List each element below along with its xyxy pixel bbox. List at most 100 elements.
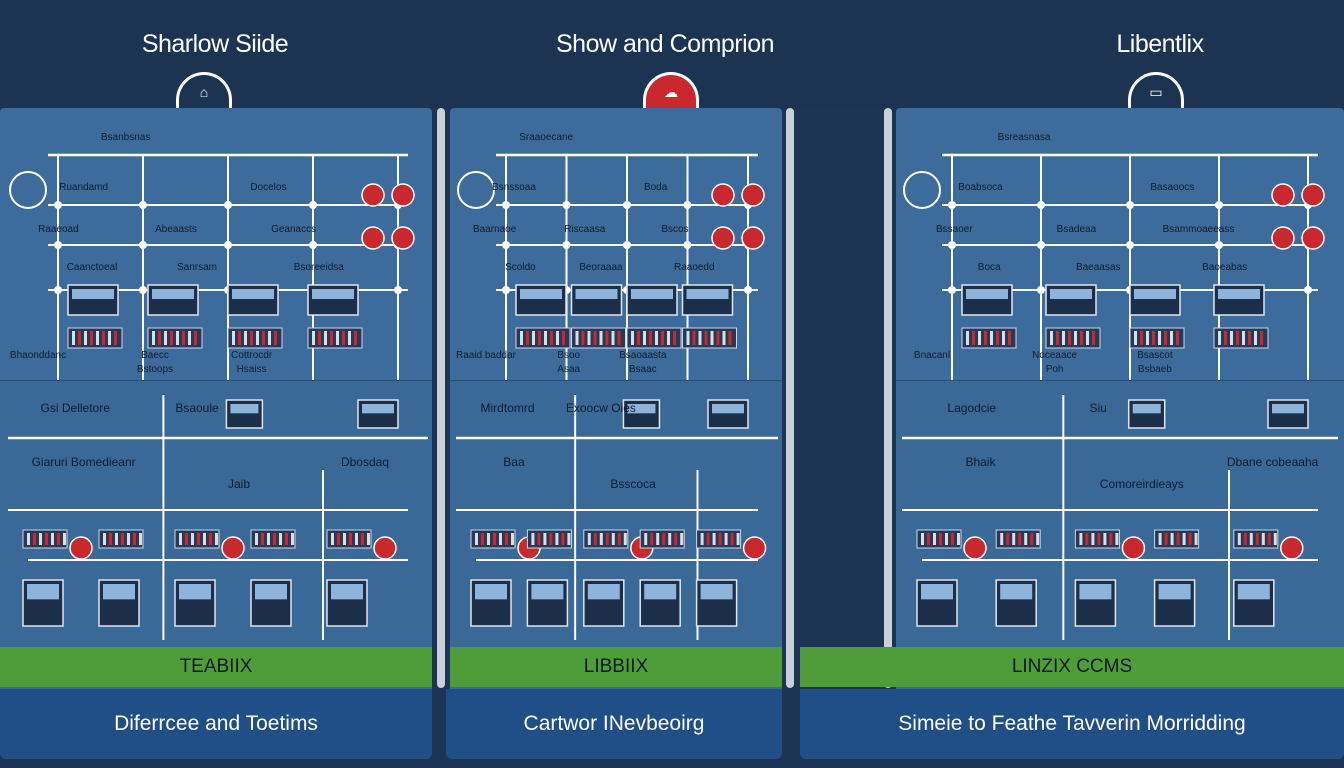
node-dot (1215, 241, 1223, 249)
node-dot (139, 201, 147, 209)
alert-icon (361, 183, 385, 207)
device-icons (9, 171, 1325, 627)
column-separator (786, 108, 794, 688)
diagram-label: Raaeoad (38, 224, 79, 235)
node-dot (1215, 201, 1223, 209)
diagram-label: Jaib (228, 477, 250, 491)
server-icon (515, 327, 571, 349)
diagram-label: Bsoreeidsa (294, 262, 344, 273)
diagram-label: Bsadeaa (1057, 224, 1097, 235)
node-dot (394, 286, 402, 294)
diagram-label: Riscaasa (564, 224, 606, 235)
diagram-label: Bsnssoaa (492, 182, 536, 193)
diagram-label: Bhaonddanc (10, 350, 66, 361)
node-dot (309, 201, 317, 209)
node-dot (502, 201, 510, 209)
green-label-1: TEABIIX (0, 647, 432, 687)
diagram-label: Bsaoule (175, 401, 219, 415)
alert-icon (741, 226, 765, 250)
diagram-label: Boca (978, 262, 1001, 273)
alert-icon (963, 536, 987, 560)
server-icon (1213, 327, 1269, 349)
node-dot (1126, 241, 1134, 249)
diagram-label: Abeaasts (155, 224, 197, 235)
diagram-label: Noceaace (1032, 350, 1077, 361)
diagram-label: Raaoedd (674, 262, 715, 273)
node-dot (54, 286, 62, 294)
alert-icon (1271, 183, 1295, 207)
diagram-label: Giaruri Bomedieanr (32, 455, 136, 469)
server-icon (682, 327, 737, 349)
diagram-label: Lagodcie (947, 401, 996, 415)
panel-1 (0, 108, 432, 754)
green-label-3: LINZIX CCMS (800, 647, 1344, 687)
diagram-label: Ruandamd (59, 182, 108, 193)
diagram-label: Cottrocdr (231, 350, 273, 361)
node-dot (139, 286, 147, 294)
diagram-label: Bsammoaeeass (1163, 224, 1235, 235)
diagram-label: Bssaoer (936, 224, 973, 235)
server-icon (626, 327, 682, 349)
alert-icon (221, 536, 245, 560)
node-dot (1126, 201, 1134, 209)
globe-icon (457, 171, 495, 209)
footer-label-3: Simeie to Feathe Tavverin Morridding (800, 689, 1344, 759)
diagram-label: Bsbaeb (1138, 364, 1172, 375)
node-dot (139, 241, 147, 249)
node-dot (1037, 241, 1045, 249)
diagram-label: Scoldo (505, 262, 536, 273)
node-dot (683, 241, 692, 249)
alert-icon (391, 183, 415, 207)
node-dot (54, 201, 62, 209)
server-icon (307, 327, 363, 349)
diagram-label: Dbane cobeaaha (1227, 455, 1319, 469)
alert-icon (1280, 536, 1304, 560)
node-dot (683, 201, 692, 209)
alert-icon (711, 183, 735, 207)
diagram-label: Boabsoca (958, 182, 1003, 193)
alert-icon (1301, 226, 1325, 250)
column-separator (884, 108, 892, 688)
alert-icon (1121, 536, 1146, 560)
diagram-label: Bsaac (629, 364, 657, 375)
diagram-label: Sanrsam (177, 262, 217, 273)
node-dot (562, 201, 571, 209)
diagram-label: Bsscoca (610, 477, 656, 491)
node-dot (948, 201, 956, 209)
column-separator (437, 108, 445, 688)
server-icon (147, 327, 203, 349)
node-dot (948, 241, 956, 249)
cloud-icon: ☁ (643, 72, 699, 108)
alert-icon (69, 536, 93, 560)
column-title-1: Sharlow Siide (141, 30, 289, 58)
diagram-label: Bsascot (1137, 350, 1173, 361)
node-dot (309, 241, 317, 249)
alert-icon (741, 183, 765, 207)
node-dot (502, 241, 510, 249)
diagram-label: Beoraaaa (579, 262, 623, 273)
diagram-label: Bsaoaasta (619, 350, 667, 361)
server-icon (961, 327, 1017, 349)
diagram-label: Bnacanl (914, 350, 950, 361)
node-dot (948, 286, 956, 294)
globe-icon (9, 171, 47, 209)
footer-label-2: Cartwor INevbeoirg (446, 689, 782, 759)
diagram-label: Exoocw Oies (566, 401, 636, 415)
server-icon (227, 327, 283, 349)
node-dot (1037, 201, 1045, 209)
diagram-label: Bscos (661, 224, 688, 235)
alert-icon (373, 536, 397, 560)
node-dot (1304, 286, 1312, 294)
alert-icon (1271, 226, 1295, 250)
diagram-label: Baa (503, 455, 525, 469)
diagram-label: Mirdtomrd (481, 401, 535, 415)
diagram-label: Hsaiss (237, 364, 267, 375)
diagram-label: Caanctoeal (67, 262, 118, 273)
diagram-label: Baarnaoe (473, 224, 517, 235)
diagram-label: Boda (644, 182, 668, 193)
node-dot (54, 241, 62, 249)
diagram-label: Bsoo (557, 350, 580, 361)
diagram-label: Siu (1090, 401, 1107, 415)
diagram-label: Baecc (141, 350, 169, 361)
